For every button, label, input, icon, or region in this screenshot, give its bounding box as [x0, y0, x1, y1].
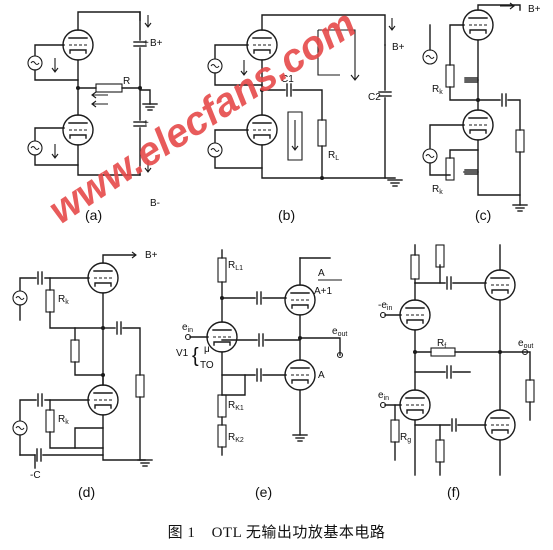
panel-e-circuit — [184, 249, 344, 456]
svg-text:+: + — [143, 38, 149, 49]
eout-label-f: eout — [518, 338, 533, 350]
minus-ein-label: -ein — [378, 300, 392, 312]
v1-brace: { — [192, 345, 199, 367]
bminus-label-a: B- — [150, 198, 160, 209]
panel-f-circuit — [379, 244, 535, 476]
panel-a-label: (a) — [85, 207, 102, 223]
rl1-label: RL1 — [228, 260, 243, 272]
bplus-label-a: B+ — [150, 38, 163, 49]
panel-d-circuit — [12, 251, 153, 469]
figure-title: OTL 无输出功放基本电路 — [211, 525, 386, 541]
panel-a-circuit: + + — [27, 11, 158, 176]
mu-label: μ — [204, 344, 210, 355]
gain-numerator: A — [318, 268, 325, 279]
rk-label-d2: Rk — [58, 414, 69, 426]
rk-label-c2: Rk — [432, 184, 443, 196]
r-label-a: R — [123, 76, 130, 87]
panel-e-label: (e) — [255, 484, 272, 500]
panel-c-circuit — [422, 2, 528, 212]
rk2-label: RK2 — [228, 432, 244, 444]
to-label: TO — [200, 360, 214, 371]
bplus-label-d: B+ — [145, 250, 158, 261]
rg-label: Rg — [400, 432, 411, 444]
bplus-label-b: B+ — [392, 42, 405, 53]
rk-label-c1: Rk — [432, 84, 443, 96]
minus-c-label: -C — [30, 470, 41, 481]
figure-number: 图 1 — [167, 525, 196, 541]
figure-caption: 图 1 OTL 无输出功放基本电路 — [0, 521, 553, 542]
rf-label: Rf — [437, 338, 446, 350]
ein-label-e: ein — [182, 322, 193, 334]
rk1-label: RK1 — [228, 400, 244, 412]
panel-f-label: (f) — [447, 484, 460, 500]
rl-label-b: RL — [328, 150, 339, 162]
gain-denominator: A+1 — [314, 286, 333, 297]
panel-b-circuit — [207, 14, 403, 187]
a-label-e: A — [318, 370, 325, 381]
c2-label: C2 — [368, 92, 381, 103]
ein-label-f: ein — [378, 390, 389, 402]
svg-text:+: + — [143, 118, 149, 129]
bplus-label-c: B+ — [528, 4, 541, 15]
v1-label: V1 — [176, 348, 189, 359]
panel-c-label: (c) — [475, 207, 491, 223]
panel-d-label: (d) — [78, 484, 95, 500]
panel-b-label: (b) — [278, 207, 295, 223]
eout-label-e: eout — [332, 326, 347, 338]
rk-label-d1: Rk — [58, 294, 69, 306]
c1-label: C1 — [281, 74, 294, 85]
